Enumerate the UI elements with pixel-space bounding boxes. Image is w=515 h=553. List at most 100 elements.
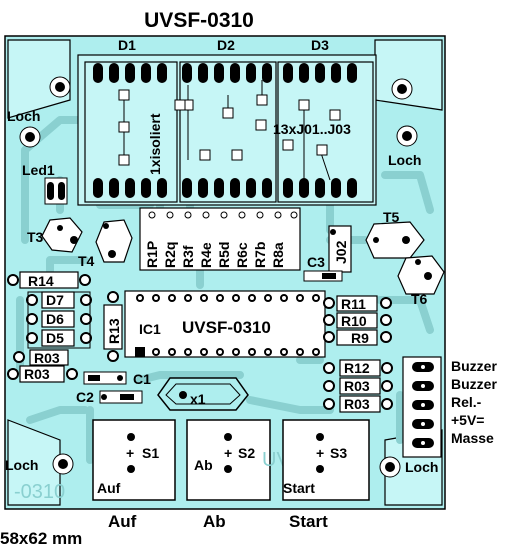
r03a-pad-left <box>13 351 25 363</box>
caption-ab: Ab <box>203 512 226 531</box>
led1-label: Led1 <box>22 162 55 178</box>
svg-text:+: + <box>126 445 134 461</box>
mirror-label: -0310 <box>14 481 65 503</box>
led1-pad-a <box>47 182 54 200</box>
relay-pads-top-row <box>93 63 357 83</box>
r14-pad-right <box>79 274 91 286</box>
resistor-array-labels: R1P R2q R3f R4e R5d R6c R7b R8a <box>144 241 286 268</box>
diode-label-d3: D3 <box>311 37 329 53</box>
r03b-pad-right <box>66 368 78 380</box>
switch-s1: + <box>92 419 176 501</box>
c2-pad-left <box>101 394 107 400</box>
t4-label: T4 <box>78 253 95 269</box>
isoliert-note: 1xisoliert <box>147 113 163 175</box>
s2-label: S2 <box>238 445 255 461</box>
s1-inner: Auf <box>97 480 121 496</box>
ic1-pins <box>136 294 320 356</box>
x1-label: x1 <box>190 391 206 407</box>
hole-label-bottom-left: Loch <box>5 457 38 473</box>
ic1-label: IC1 <box>139 321 161 337</box>
r14-pad-left <box>7 274 19 286</box>
caption-auf: Auf <box>108 512 137 531</box>
c3-label: C3 <box>307 254 325 270</box>
r03a-label: R03 <box>34 350 60 366</box>
mount-hole-bottom-right <box>379 456 401 478</box>
ic1-body <box>124 290 326 358</box>
r03d-label: R03 <box>344 396 370 412</box>
r13-pad-top <box>107 291 119 303</box>
c2-pad <box>120 394 134 400</box>
c1-label: C1 <box>133 371 151 387</box>
r14-body <box>19 271 79 289</box>
diode-label-d1: D1 <box>118 37 136 53</box>
r14-label: R14 <box>28 273 54 289</box>
diodes-d7-d5 <box>26 291 92 349</box>
r13-body <box>103 304 123 350</box>
c1-pad <box>88 375 100 381</box>
mount-hole-top-right <box>391 78 418 147</box>
resistor-r1p: R1P <box>144 241 160 268</box>
j02-label: J02 <box>333 240 349 264</box>
transistor-t6 <box>397 255 445 295</box>
connector-rel: Rel.- <box>451 394 482 410</box>
ic1-pin1-marker <box>135 347 145 357</box>
switch-s2: + <box>186 419 271 501</box>
resistor-r8a: R8a <box>270 242 286 268</box>
resistors-r12-r03 <box>323 359 393 413</box>
mount-hole-bottom-left <box>52 453 74 475</box>
r13-label: R13 <box>106 318 122 344</box>
resistor-r5d: R5d <box>216 242 232 268</box>
d5-label: D5 <box>46 330 64 346</box>
connector-buzzer-1: Buzzer <box>451 358 497 374</box>
jumper-wires <box>118 80 341 181</box>
mount-hole-top-left <box>19 76 71 148</box>
switch-s3: + <box>282 419 370 501</box>
svg-text:+: + <box>316 445 324 461</box>
caption-start: Start <box>289 512 328 531</box>
jumper-note: 13xJ01..J03 <box>273 121 351 137</box>
s3-label: S3 <box>330 445 347 461</box>
corner-copper <box>7 39 443 506</box>
r03b-body <box>19 365 65 383</box>
j02-pad <box>330 229 336 235</box>
mounting-holes <box>19 76 418 478</box>
hole-label-top-right: Loch <box>388 152 421 168</box>
r03b-label: R03 <box>24 366 50 382</box>
c2-label: C2 <box>76 389 94 405</box>
r10-label: R10 <box>341 313 367 329</box>
resistor-r4e: R4e <box>198 242 214 268</box>
hole-label-bottom-right: Loch <box>405 459 438 475</box>
d6-label: D6 <box>46 311 64 327</box>
s3-inner: Start <box>283 480 315 496</box>
svg-text:+: + <box>224 445 232 461</box>
t6-label: T6 <box>411 291 428 307</box>
transistor-t3 <box>41 217 83 253</box>
r03c-label: R03 <box>344 378 370 394</box>
ic1-title: UVSF-0310 <box>182 318 271 337</box>
resistors-r11-r9 <box>323 295 392 346</box>
r12-label: R12 <box>344 360 370 376</box>
d7-label: D7 <box>46 292 64 308</box>
r13-pad-bottom <box>107 350 119 362</box>
connector-5v: +5V= <box>451 412 484 428</box>
board-size: 58x62 mm <box>0 529 82 548</box>
r11-label: R11 <box>341 296 366 312</box>
crystal-x1-inner <box>165 383 241 405</box>
resistor-r6c: R6c <box>234 242 250 268</box>
relay-pads <box>93 63 357 198</box>
diode-label-d2: D2 <box>217 37 235 53</box>
relay-pads-bottom-row <box>93 178 357 198</box>
r03b-pad-left <box>7 368 19 380</box>
resistor-array-pads <box>148 211 298 219</box>
resistor-r2q: R2q <box>162 242 178 268</box>
board-title: UVSF-0310 <box>144 9 254 32</box>
c3-pad <box>322 273 336 279</box>
resistor-array-frame <box>139 207 301 271</box>
led1-pad-b <box>58 182 65 200</box>
c1-pad-right <box>117 375 123 381</box>
connector-masse: Masse <box>451 430 494 446</box>
resistor-r7b: R7b <box>252 242 268 268</box>
t3-label: T3 <box>27 229 44 245</box>
t5-label: T5 <box>383 209 400 225</box>
